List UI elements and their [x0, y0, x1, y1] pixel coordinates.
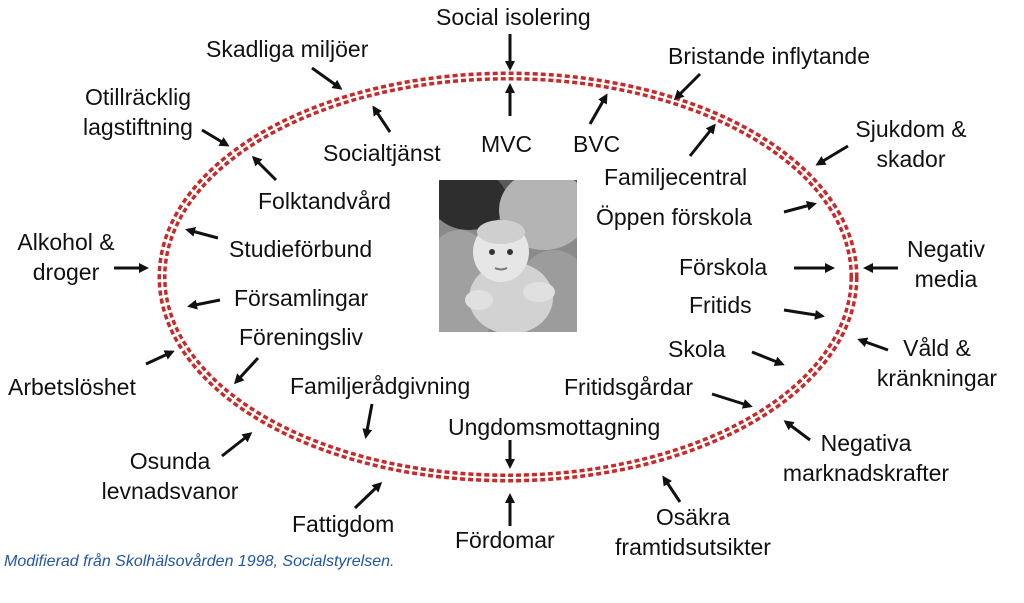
- label-bristande-inflytande: Bristande inflytande: [668, 43, 871, 69]
- arrow-sjukdom: [815, 144, 849, 166]
- label-fordomar: Fördomar: [455, 527, 555, 553]
- arrow-socialtjanst: [372, 105, 392, 133]
- arrow-oppen-forskola: [783, 200, 817, 214]
- label-negativ-media: Negativ media: [907, 236, 985, 292]
- arrow-osunda: [221, 432, 253, 458]
- label-forskola: Förskola: [679, 254, 768, 280]
- label-familjecentral: Familjecentral: [604, 164, 748, 190]
- label-mvc: MVC: [481, 131, 533, 157]
- arrow-fattigdom: [353, 481, 383, 510]
- label-alkohol-droger: Alkohol & droger: [17, 229, 115, 285]
- label-negativa-marknadskrafter: Negativa marknadskrafter: [782, 430, 950, 486]
- arrow-negativa: [783, 420, 811, 442]
- label-ungdomsmottagning: Ungdomsmottagning: [448, 414, 661, 440]
- arrow-bristande-inflytande: [673, 72, 702, 101]
- arrow-osakra: [662, 475, 682, 503]
- label-otillracklig-lagstiftning: Otillräcklig lagstiftning: [83, 84, 193, 140]
- label-fattigdom: Fattigdom: [292, 511, 395, 537]
- label-folktandvard: Folktandvård: [258, 188, 391, 214]
- label-fritids: Fritids: [689, 292, 752, 318]
- arrow-familjecentral: [688, 123, 716, 157]
- label-osakra-framtidsutsikter: Osäkra framtidsutsikter: [615, 504, 771, 560]
- arrow-forsamlingar: [187, 298, 221, 310]
- label-familjeradgivning: Familjerådgivning: [290, 373, 471, 399]
- label-studieforbund: Studieförbund: [229, 236, 373, 262]
- label-sjukdom-skador: Sjukdom & skador: [855, 116, 967, 172]
- arrow-bvc: [588, 93, 608, 125]
- arrow-skadliga-miljoer: [311, 66, 343, 90]
- label-vald-krankningar: Våld & kränkningar: [876, 335, 998, 391]
- label-oppen-forskola: Öppen förskola: [596, 204, 752, 230]
- label-social-isolering: Social isolering: [436, 4, 591, 30]
- arrow-familjeradgivning: [362, 403, 374, 439]
- label-skola: Skola: [668, 336, 726, 362]
- parent-baby-photo: [439, 180, 577, 332]
- label-arbetsloshet: Arbetslöshet: [8, 374, 136, 400]
- arrow-foreningsliv: [233, 356, 260, 385]
- label-bvc: BVC: [573, 131, 621, 157]
- arrow-skola: [751, 350, 785, 367]
- arrow-vald: [857, 337, 889, 352]
- label-forsamlingar: Församlingar: [234, 285, 369, 311]
- arrow-studieforbund: [185, 226, 219, 240]
- protection-ring-gap: [161, 75, 855, 479]
- arrow-fritidsgardar: [711, 392, 753, 409]
- label-foreningsliv: Föreningsliv: [239, 324, 363, 350]
- label-osunda-levnadsvanor: Osunda levnadsvanor: [101, 448, 239, 504]
- arrow-otillracklig: [201, 128, 230, 147]
- label-fritidsgardar: Fritidsgårdar: [564, 374, 694, 400]
- arrow-arbetsloshet: [145, 350, 175, 366]
- source-caption: Modifierad från Skolhälsovården 1998, So…: [4, 553, 395, 570]
- arrow-fritids: [783, 308, 825, 320]
- label-skadliga-miljoer: Skadliga miljöer: [206, 36, 369, 62]
- arrow-folktandvard: [251, 155, 278, 182]
- label-socialtjanst: Socialtjänst: [323, 140, 441, 166]
